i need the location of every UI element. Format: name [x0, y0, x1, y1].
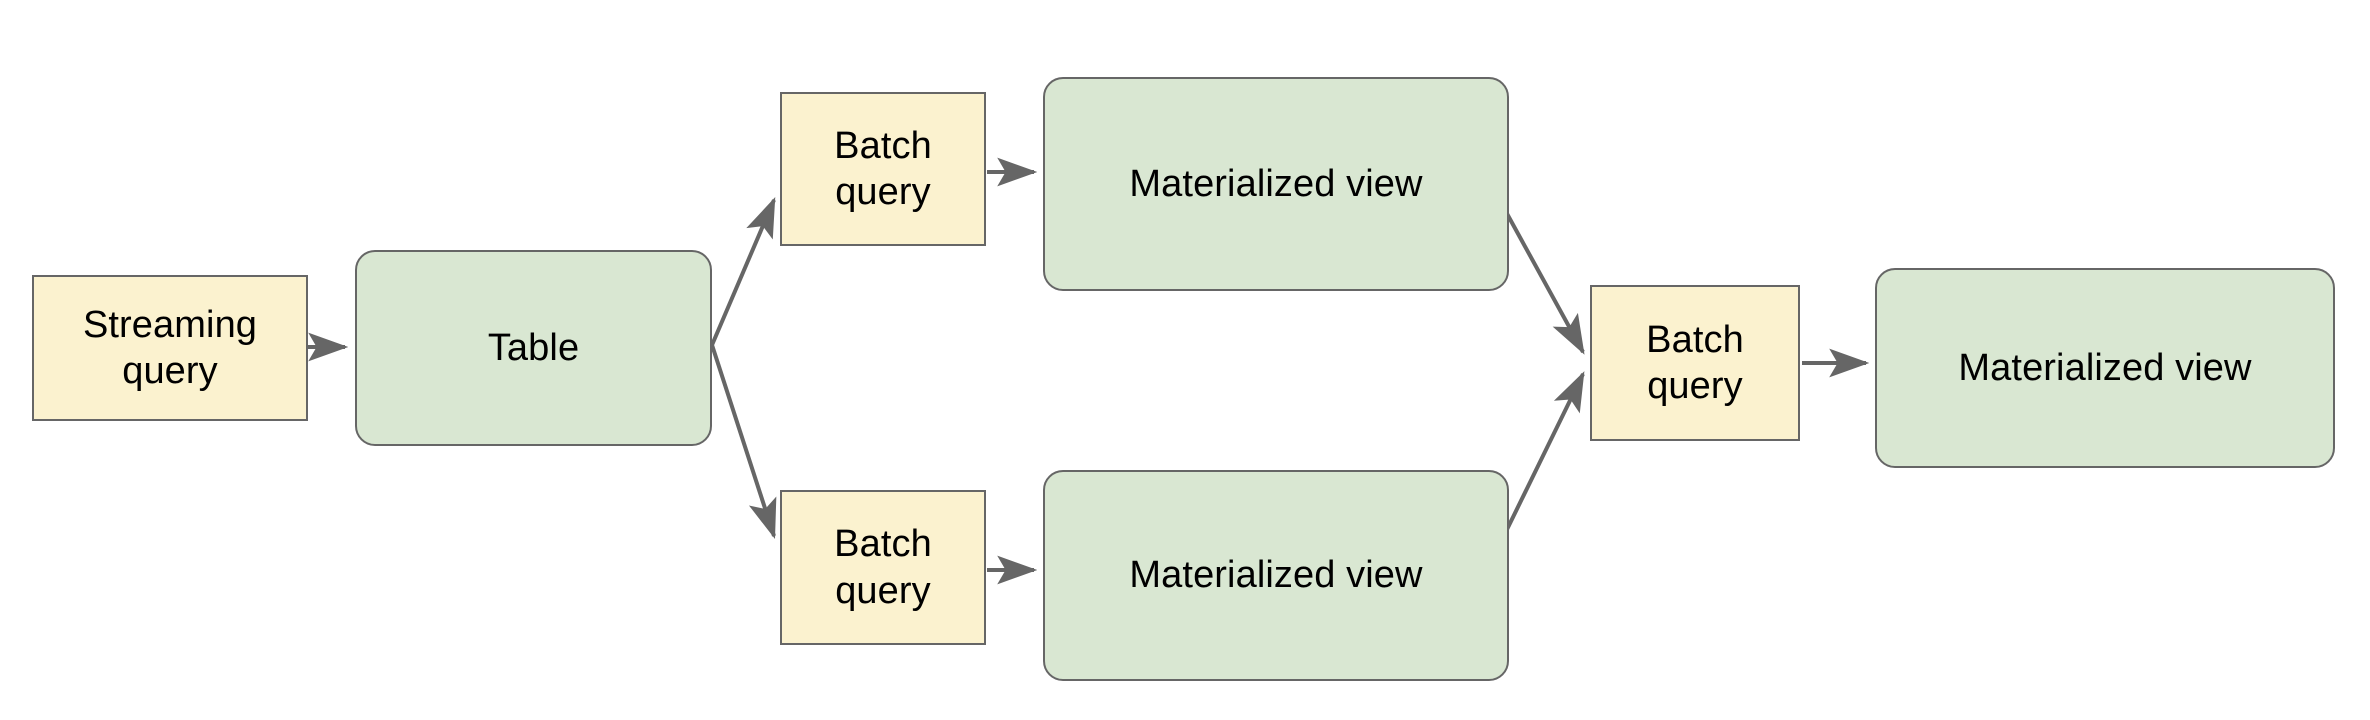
edge-table-to-batch-top — [710, 197, 776, 346]
node-materialized-view-bottom[interactable]: Materialized view — [1043, 470, 1509, 681]
node-materialized-view-right-label: Materialized view — [1958, 346, 2252, 389]
node-table[interactable]: Table — [355, 250, 712, 446]
node-batch-query-bottom-label: Batch query — [834, 523, 932, 612]
node-materialized-view-right[interactable]: Materialized view — [1875, 268, 2335, 468]
node-batch-query-top-label: Batch query — [834, 124, 932, 213]
node-batch-query-right[interactable]: Batch query — [1590, 285, 1800, 441]
node-materialized-view-top[interactable]: Materialized view — [1043, 77, 1509, 291]
node-batch-query-top[interactable]: Batch query — [780, 92, 986, 246]
edge-table-to-batch-bottom — [710, 344, 777, 540]
node-materialized-view-top-label: Materialized view — [1129, 162, 1423, 205]
node-streaming-query-label: Streaming query — [82, 303, 258, 392]
node-table-label: Table — [487, 326, 580, 369]
node-materialized-view-bottom-label: Materialized view — [1129, 554, 1423, 597]
node-batch-query-right-label: Batch query — [1646, 318, 1744, 407]
node-streaming-query[interactable]: Streaming query — [32, 275, 308, 421]
node-batch-query-bottom[interactable]: Batch query — [780, 490, 986, 645]
